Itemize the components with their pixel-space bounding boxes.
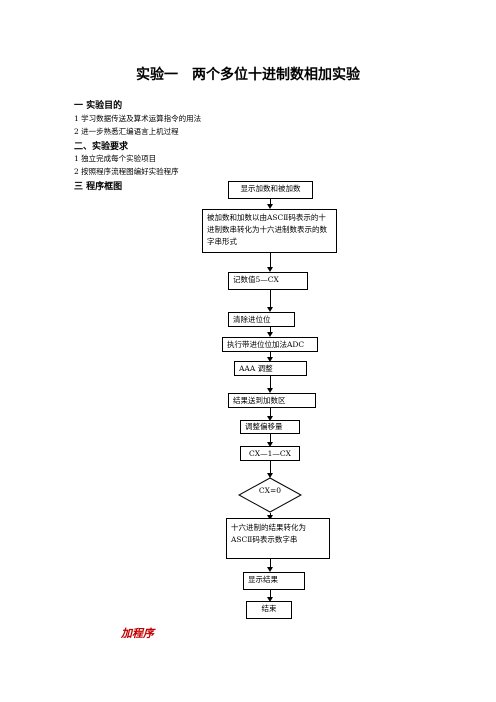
flow-arrow bbox=[267, 515, 273, 520]
section-heading-requirements: 二、实验要求 bbox=[74, 142, 129, 152]
flow-arrow bbox=[267, 473, 273, 478]
section-heading-purpose: 一 实验目的 bbox=[74, 101, 123, 111]
flow-connector bbox=[270, 199, 271, 204]
flow-arrow bbox=[267, 204, 273, 209]
flow-connector bbox=[270, 408, 271, 416]
flow-step-ascii-to-hex: 被加数和加数以由ASCⅡ码表示的十进制数串转化为十六进制数表示的数字串形式 bbox=[202, 209, 337, 253]
flow-step-adjust-offset: 调整偏移量 bbox=[240, 420, 300, 434]
flow-step-aaa-adjust: AAA 调整 bbox=[234, 361, 307, 376]
flow-connector bbox=[270, 253, 271, 267]
flow-step-end: 结束 bbox=[246, 601, 292, 619]
requirement-item-1: 1 独立完成每个实验项目 bbox=[74, 154, 157, 163]
flow-connector bbox=[270, 513, 271, 516]
flow-connector bbox=[270, 376, 271, 388]
program-link[interactable]: 加程序 bbox=[121, 627, 154, 640]
purpose-item-2: 2 进一步熟悉汇编语言上机过程 bbox=[74, 127, 179, 136]
flow-connector bbox=[270, 327, 271, 332]
section-heading-flowchart: 三 程序框图 bbox=[74, 182, 123, 192]
flow-arrow bbox=[267, 597, 273, 602]
flow-arrow bbox=[267, 332, 273, 337]
flow-arrow bbox=[267, 267, 273, 272]
flow-arrow bbox=[267, 567, 273, 572]
flow-step-hex-to-ascii: 十六进制的结果转化为ASCⅡ码表示数字串 bbox=[226, 518, 330, 559]
flow-connector bbox=[270, 559, 271, 567]
flow-step-decrement-cx: CX—1—CX bbox=[240, 446, 300, 461]
flow-step-adc: 执行带进位位加法ADC bbox=[222, 337, 318, 352]
flow-connector bbox=[270, 590, 271, 597]
requirement-item-2: 2 按照程序流程图编好实验程序 bbox=[74, 167, 179, 176]
page-title: 实验一 两个多位十进制数相加实验 bbox=[136, 67, 360, 83]
flow-arrow bbox=[267, 416, 273, 421]
flow-step-clear-carry: 清除进位位 bbox=[228, 312, 295, 327]
flow-step-store-result: 结果送到加数区 bbox=[228, 393, 316, 408]
flow-step-set-counter: 记数值5—CX bbox=[228, 272, 308, 290]
flow-step-display-operands: 显示加数和被加数 bbox=[228, 181, 313, 199]
flow-connector bbox=[270, 352, 271, 357]
flow-arrow bbox=[267, 442, 273, 447]
flow-connector bbox=[270, 461, 271, 473]
flow-step-display-result: 显示结果 bbox=[243, 572, 305, 590]
flow-arrow bbox=[267, 357, 273, 362]
flow-connector bbox=[270, 290, 271, 307]
flow-connector bbox=[270, 434, 271, 442]
flow-arrow bbox=[267, 388, 273, 393]
flow-decision-cx-zero bbox=[238, 477, 302, 513]
flow-arrow bbox=[267, 307, 273, 312]
flow-decision-label: CX=0 bbox=[258, 486, 282, 495]
purpose-item-1: 1 学习数据传送及算术运算指令的用法 bbox=[74, 114, 202, 123]
